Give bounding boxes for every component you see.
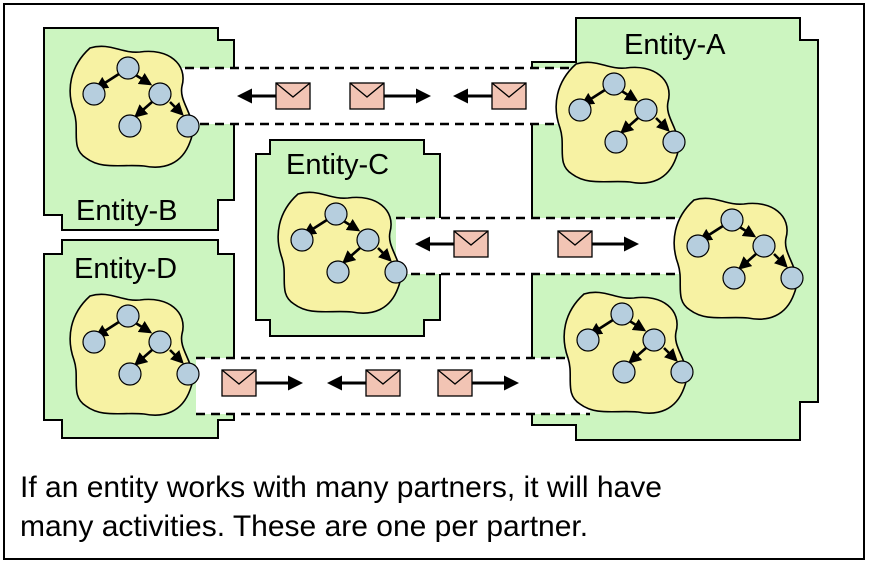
caption-line-2: many activities. These are one per partn…	[20, 510, 588, 543]
activity-entity-c	[278, 192, 407, 313]
message-to-entity-a-bottom-2	[437, 369, 519, 397]
message-to-entity-b	[237, 82, 311, 110]
activity-entity-d	[70, 294, 199, 415]
activity-entity-b	[70, 46, 199, 167]
channel-c-a	[396, 216, 696, 276]
envelope-icon	[349, 82, 385, 110]
message-to-entity-d	[327, 369, 401, 397]
activity-entity-a-bottom	[564, 292, 693, 413]
envelope-icon	[437, 369, 473, 397]
envelope-icon	[275, 82, 311, 110]
entity-d-label: Entity-D	[74, 253, 177, 285]
entity-b-label: Entity-B	[76, 195, 178, 227]
caption-line-1: If an entity works with many partners, i…	[20, 471, 662, 504]
envelope-icon	[221, 369, 257, 397]
envelope-icon	[365, 369, 401, 397]
activity-entity-a-top	[556, 62, 685, 183]
message-to-entity-a-middle	[557, 230, 639, 258]
entity-c-label: Entity-C	[286, 149, 389, 181]
envelope-icon	[453, 230, 489, 258]
entity-a-label: Entity-A	[624, 29, 726, 61]
message-to-entity-a-bottom-1	[221, 369, 303, 397]
envelope-icon	[557, 230, 593, 258]
activity-entity-a-middle	[674, 198, 803, 319]
message-to-entity-b-2	[453, 82, 527, 110]
message-to-entity-c	[415, 230, 489, 258]
message-to-entity-a-top	[349, 82, 431, 110]
envelope-icon	[491, 82, 527, 110]
